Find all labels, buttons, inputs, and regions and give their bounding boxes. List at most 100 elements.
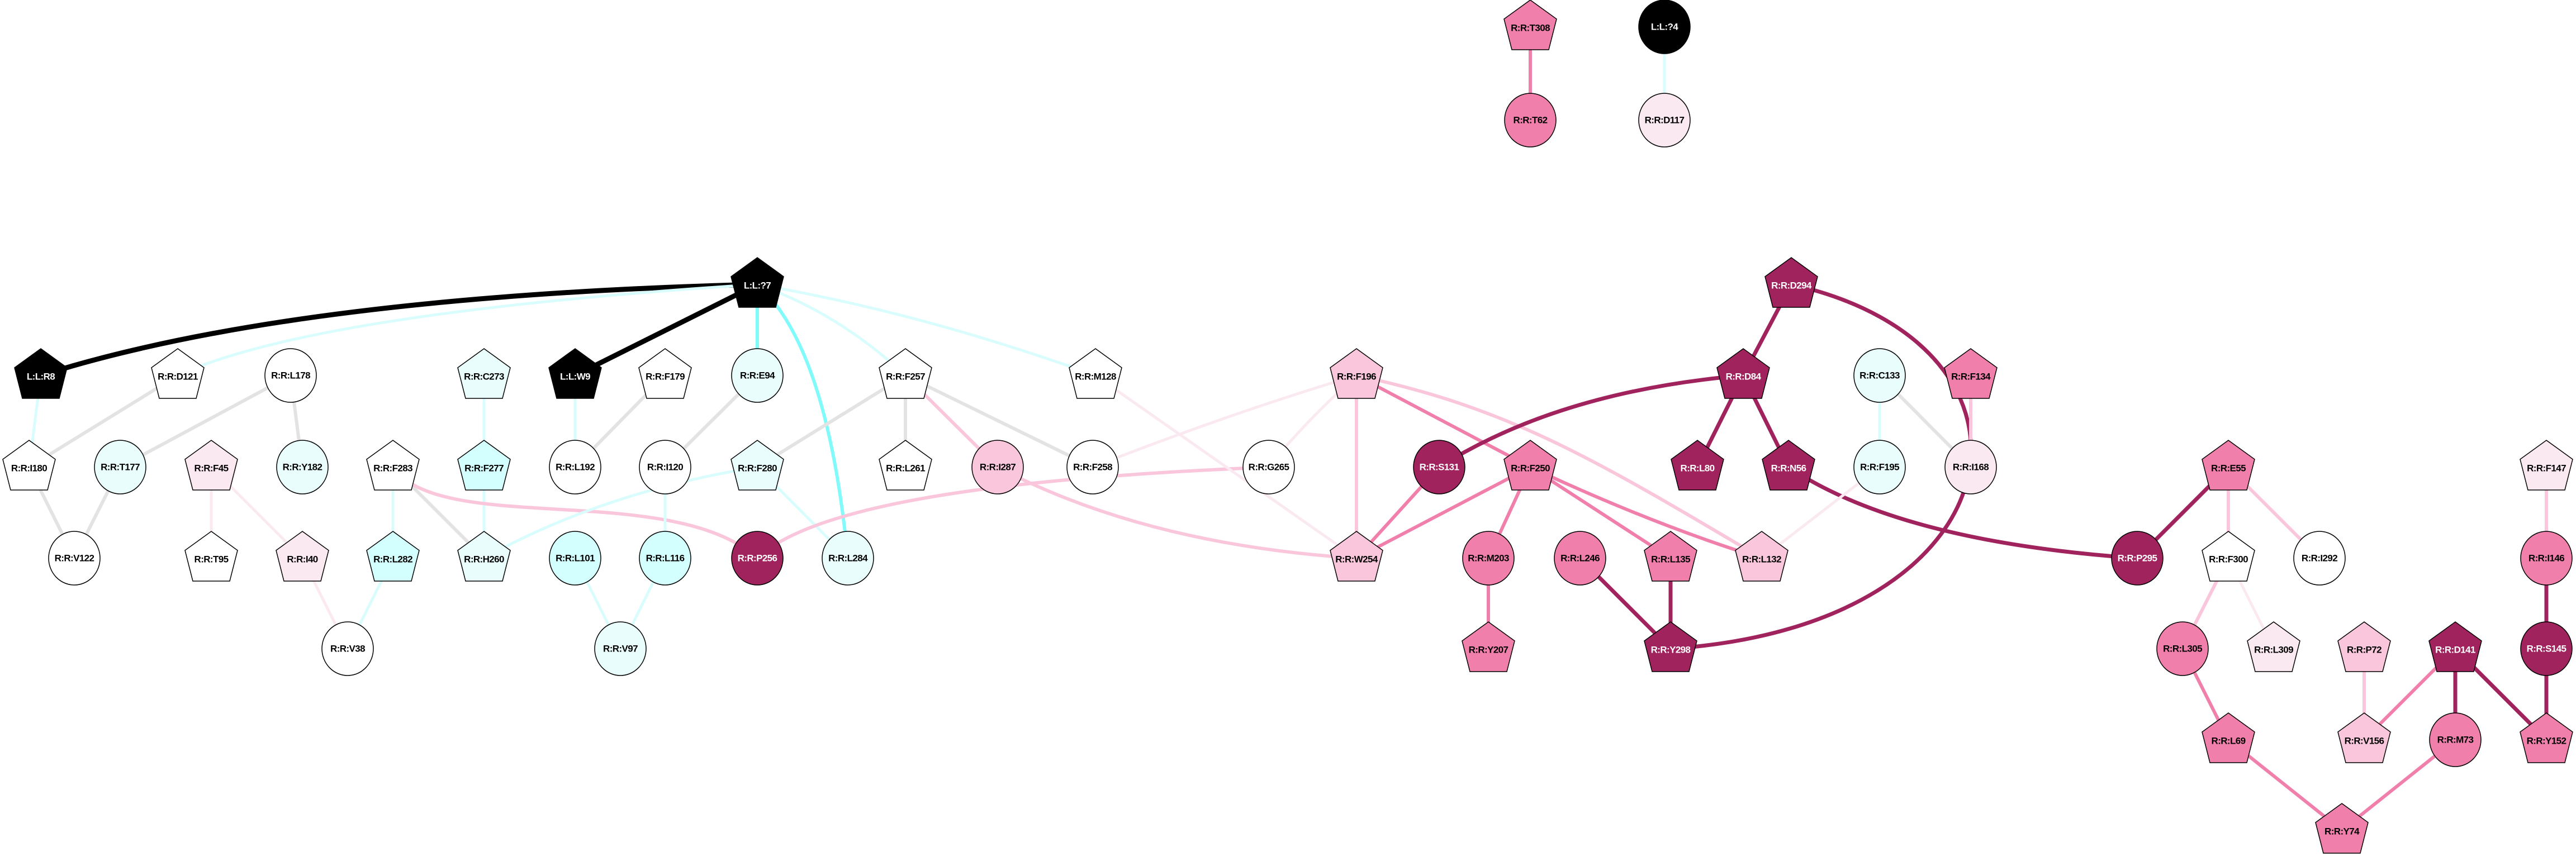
node-r-r-y207[interactable]: R:R:Y207 [1462,621,1515,672]
node-r-r-f196[interactable]: R:R:F196 [1330,348,1383,399]
node-label: R:R:L132 [1742,554,1781,565]
node-r-r-f147[interactable]: R:R:F147 [2520,440,2573,491]
node-r-r-n56[interactable]: R:R:N56 [1762,440,1815,491]
node-r-r-f195[interactable]: R:R:F195 [1853,440,1906,494]
node-r-r-v97[interactable]: R:R:V97 [594,621,647,676]
node-l-l-r8[interactable]: L:L:R8 [14,348,68,399]
node-r-r-m203[interactable]: R:R:M203 [1462,531,1515,586]
pentagon-node-shape [2428,621,2482,672]
node-r-r-c133[interactable]: R:R:C133 [1853,348,1906,403]
node-r-r-l309[interactable]: R:R:L309 [2247,621,2300,672]
node-label: R:R:L178 [271,370,310,381]
node-r-r-m73[interactable]: R:R:M73 [2429,712,2482,767]
node-r-r-f283[interactable]: R:R:F283 [366,440,420,491]
node-r-r-l192[interactable]: R:R:L192 [549,440,601,494]
node-r-r-y182[interactable]: R:R:Y182 [276,440,329,494]
node-r-r-i40[interactable]: R:R:I40 [276,531,329,582]
node-r-r-f300[interactable]: R:R:F300 [2202,531,2255,582]
node-r-r-t62[interactable]: R:R:T62 [1504,93,1557,148]
circle-node-shape [264,348,317,403]
circle-node-shape [276,440,329,494]
edge-r-r-f250-to-r-r-l135 [1529,465,1672,560]
node-r-r-e94[interactable]: R:R:E94 [731,348,784,403]
node-label: R:R:Y207 [1469,645,1508,655]
node-r-r-l116[interactable]: R:R:L116 [639,531,691,586]
node-label: R:R:L80 [1681,463,1715,474]
node-r-r-i168[interactable]: R:R:I168 [1944,440,1997,494]
node-r-r-f257[interactable]: R:R:F257 [879,348,932,399]
node-r-r-y298[interactable]: R:R:Y298 [1644,621,1697,672]
pentagon-node-shape [366,531,420,582]
node-r-r-l69[interactable]: R:R:L69 [2202,712,2255,763]
node-r-r-g265[interactable]: R:R:G265 [1242,440,1295,494]
node-r-r-l132[interactable]: R:R:L132 [1735,531,1789,582]
node-label: R:R:L101 [556,553,595,564]
node-r-r-h260[interactable]: R:R:H260 [457,531,511,582]
node-label: R:R:L192 [556,462,595,473]
pentagon-node-shape [457,531,511,582]
node-r-r-f258[interactable]: R:R:F258 [1066,440,1119,494]
node-label: R:R:I40 [287,554,317,565]
node-r-r-l261[interactable]: R:R:L261 [879,440,932,491]
node-r-r-y152[interactable]: R:R:Y152 [2520,712,2573,763]
node-label: R:R:T62 [1514,115,1548,126]
node-l-l-w9[interactable]: L:L:W9 [548,348,602,399]
circle-node-shape [94,440,146,494]
circle-node-shape [1504,93,1557,148]
node-r-r-d294[interactable]: R:R:D294 [1764,257,1818,308]
pentagon-node-shape [879,440,932,491]
node-l-l-7[interactable]: L:L:?7 [730,257,784,308]
node-r-r-t308[interactable]: R:R:T308 [1503,0,1557,50]
node-r-r-v38[interactable]: R:R:V38 [321,621,374,676]
node-r-r-i120[interactable]: R:R:I120 [639,440,691,494]
node-r-r-v122[interactable]: R:R:V122 [48,531,101,586]
node-r-r-i146[interactable]: R:R:I146 [2520,531,2573,586]
node-r-r-t95[interactable]: R:R:T95 [184,531,238,582]
node-r-r-l101[interactable]: R:R:L101 [549,531,601,586]
node-r-r-l80[interactable]: R:R:L80 [1671,440,1724,491]
node-r-r-f179[interactable]: R:R:F179 [638,348,692,399]
node-r-r-p295[interactable]: R:R:P295 [2111,531,2164,586]
node-r-r-s145[interactable]: R:R:S145 [2520,621,2573,676]
edge-r-r-f196-to-r-r-f250 [1355,374,1531,469]
node-r-r-d121[interactable]: R:R:D121 [151,348,205,399]
node-r-r-d117[interactable]: R:R:D117 [1638,93,1691,148]
node-r-r-t177[interactable]: R:R:T177 [94,440,146,494]
node-label: R:R:L116 [646,553,685,564]
node-l-l-4[interactable]: L:L:?4 [1638,0,1691,54]
pentagon-node-shape [1716,348,1770,399]
node-r-r-d141[interactable]: R:R:D141 [2428,621,2482,672]
node-r-r-v156[interactable]: R:R:V156 [2337,712,2391,763]
circle-node-shape [1413,440,1465,494]
edge-r-r-f196-to-r-r-l132 [1356,374,1763,560]
node-r-r-s131[interactable]: R:R:S131 [1413,440,1465,494]
circle-node-shape [731,348,784,403]
circle-node-shape [549,440,601,494]
node-r-r-f134[interactable]: R:R:F134 [1944,348,1998,399]
node-r-r-l178[interactable]: R:R:L178 [264,348,317,403]
node-r-r-l135[interactable]: R:R:L135 [1644,531,1697,582]
node-r-r-i180[interactable]: R:R:I180 [2,440,56,491]
node-r-r-d84[interactable]: R:R:D84 [1716,348,1770,399]
node-r-r-f45[interactable]: R:R:F45 [184,440,238,491]
node-r-r-c273[interactable]: R:R:C273 [457,348,511,399]
node-label: R:R:L305 [2163,644,2202,654]
node-r-r-y74[interactable]: R:R:Y74 [2315,803,2369,854]
node-r-r-p256[interactable]: R:R:P256 [731,531,784,586]
node-label: R:R:F300 [2209,554,2248,565]
node-r-r-l246[interactable]: R:R:L246 [1554,531,1606,586]
node-r-r-f280[interactable]: R:R:F280 [730,440,784,491]
node-r-r-l284[interactable]: R:R:L284 [822,531,874,586]
node-r-r-f277[interactable]: R:R:F277 [457,440,511,491]
node-r-r-p72[interactable]: R:R:P72 [2337,621,2391,672]
node-r-r-i292[interactable]: R:R:I292 [2293,531,2346,586]
node-r-r-w254[interactable]: R:R:W254 [1330,531,1383,582]
node-r-r-f250[interactable]: R:R:F250 [1503,440,1557,491]
node-r-r-e55[interactable]: R:R:E55 [2202,440,2255,491]
node-r-r-l305[interactable]: R:R:L305 [2156,621,2209,676]
node-label: L:L:W9 [560,372,590,382]
node-r-r-l282[interactable]: R:R:L282 [366,531,420,582]
node-r-r-m128[interactable]: R:R:M128 [1069,348,1122,399]
node-r-r-i287[interactable]: R:R:I287 [971,440,1024,494]
